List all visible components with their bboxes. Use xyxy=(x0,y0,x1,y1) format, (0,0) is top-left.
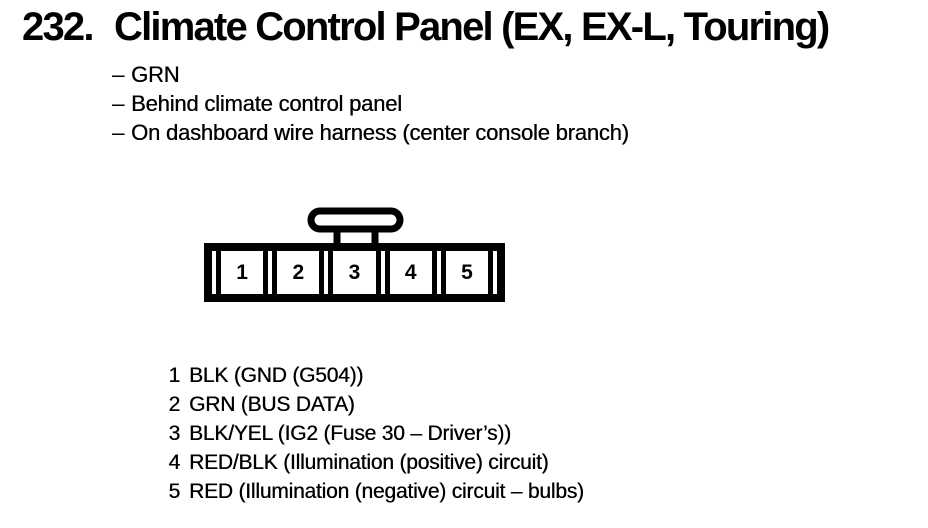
pin-row: 3 BLK/YEL (IG2 (Fuse 30 – Driver’s)) xyxy=(158,419,584,448)
dash-bullet: – xyxy=(112,91,125,116)
pin-description: BLK/YEL (IG2 (Fuse 30 – Driver’s)) xyxy=(189,422,511,445)
dash-bullet: – xyxy=(112,62,125,87)
section-number: 232. xyxy=(22,5,94,49)
pin-number: 1 xyxy=(168,364,181,387)
section-heading: 232. Climate Control Panel (EX, EX-L, To… xyxy=(22,5,830,49)
page-title: Climate Control Panel (EX, EX-L, Touring… xyxy=(114,5,830,49)
pin-row: 2 GRN (BUS DATA) xyxy=(158,390,584,419)
note-line: – Behind climate control panel xyxy=(112,89,629,118)
dash-bullet: – xyxy=(112,120,125,145)
pin-description: BLK (GND (G504)) xyxy=(189,364,364,387)
note-line: – GRN xyxy=(112,60,629,89)
note-text-harness: On dashboard wire harness (center consol… xyxy=(131,120,629,145)
pin-description: GRN (BUS DATA) xyxy=(189,393,355,416)
connector-lock-tab-icon xyxy=(307,207,404,252)
pin-wire-list: 1 BLK (GND (G504)) 2 GRN (BUS DATA) 3 BL… xyxy=(158,361,585,506)
pin-number: 5 xyxy=(168,480,181,503)
note-text-location: Behind climate control panel xyxy=(131,91,402,116)
pin-number: 4 xyxy=(168,451,181,474)
connector-notes: – GRN – Behind climate control panel – O… xyxy=(112,60,629,147)
note-text-color: GRN xyxy=(131,62,180,87)
connector-diagram: 1 2 3 4 5 xyxy=(204,243,505,302)
connector-cavity-4: 4 xyxy=(384,251,437,294)
pin-number: 3 xyxy=(168,422,181,445)
connector-cavity-5: 5 xyxy=(440,251,494,294)
connector-cavity-2: 2 xyxy=(272,251,325,294)
pin-description: RED (Illumination (negative) circuit – b… xyxy=(189,480,584,503)
pin-description: RED/BLK (Illumination (positive) circuit… xyxy=(189,451,549,474)
connector-cavity-3: 3 xyxy=(328,251,381,294)
pin-row: 4 RED/BLK (Illumination (positive) circu… xyxy=(158,448,584,477)
note-line: – On dashboard wire harness (center cons… xyxy=(112,118,629,147)
connector-cavity-1: 1 xyxy=(216,251,269,294)
pin-row: 1 BLK (GND (G504)) xyxy=(158,361,584,390)
pin-row: 5 RED (Illumination (negative) circuit –… xyxy=(158,477,585,506)
pin-number: 2 xyxy=(168,393,181,416)
